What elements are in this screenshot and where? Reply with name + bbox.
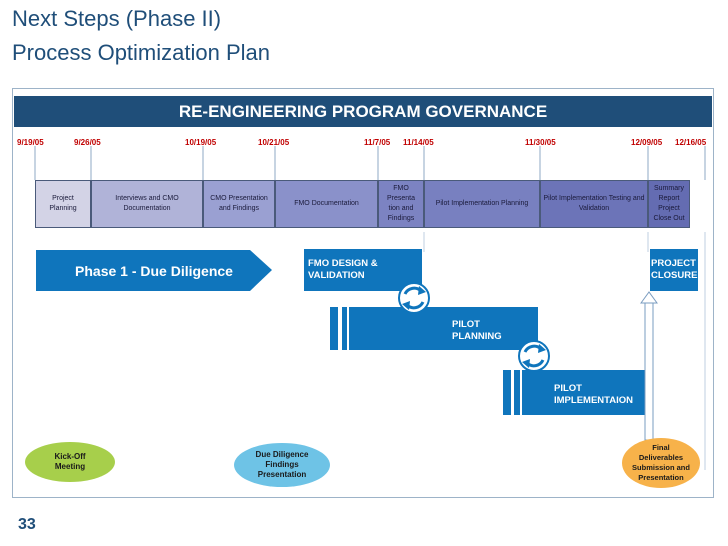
date-label: 11/30/05 — [525, 138, 556, 147]
milestone-kickoff: Kick-Off Meeting — [25, 442, 115, 482]
fmo-design-label-1: FMO DESIGN & — [308, 258, 378, 269]
date-label: 12/16/05 — [675, 138, 707, 147]
cycle-icon — [398, 282, 430, 314]
fmo-design-label-2: VALIDATION — [308, 270, 365, 281]
cycle-icon — [518, 340, 550, 372]
up-arrow-icon — [640, 291, 658, 441]
page-number: 33 — [18, 516, 36, 533]
milestone-final-deliverables: Final Deliverables Submission and Presen… — [622, 438, 700, 488]
task-project-planning: Project Planning — [35, 180, 91, 228]
pilot-implementation-label-2: IMPLEMENTAION — [554, 395, 633, 406]
date-label: 10/19/05 — [185, 138, 217, 147]
date-label: 9/19/05 — [17, 138, 44, 147]
date-label: 11/14/05 — [403, 138, 434, 147]
governance-bar: RE-ENGINEERING PROGRAM GOVERNANCE — [14, 96, 712, 127]
diagram-frame — [12, 88, 714, 498]
phase-1-chevron — [36, 250, 272, 291]
task-pilot-testing-validation: Pilot Implementation Testing and Validat… — [540, 180, 648, 228]
task-cmo-presentation: CMO Presentation and Findings — [203, 180, 275, 228]
title-line-2: Process Optimization Plan — [12, 40, 270, 65]
project-closure-block — [650, 249, 698, 291]
pilot-implementation-block — [503, 370, 652, 415]
date-label: 11/7/05 — [364, 138, 391, 147]
date-label: 12/09/05 — [631, 138, 663, 147]
pilot-planning-label-2: PLANNING — [452, 331, 502, 342]
pilot-implementation-label-1: PILOT — [554, 383, 582, 394]
date-label: 10/21/05 — [258, 138, 290, 147]
milestone-due-diligence: Due Diligence Findings Presentation — [234, 443, 330, 487]
task-summary-report: Summary Report Project Close Out — [648, 180, 690, 228]
phase-1-label: Phase 1 - Due Diligence — [75, 262, 233, 279]
task-fmo-presentation: FMO Presenta tion and Findings — [378, 180, 424, 228]
pilot-planning-label-1: PILOT — [452, 319, 480, 330]
title-line-1: Next Steps (Phase II) — [12, 6, 222, 31]
project-closure-label-1: PROJECT — [651, 258, 696, 269]
task-fmo-documentation: FMO Documentation — [275, 180, 378, 228]
fmo-design-block — [304, 249, 422, 291]
date-label: 9/26/05 — [74, 138, 101, 147]
task-pilot-implementation-planning: Pilot Implementation Planning — [424, 180, 540, 228]
pilot-planning-block — [330, 307, 538, 350]
project-closure-label-2: CLOSURE — [651, 270, 698, 281]
task-interviews-cmo-documentation: Interviews and CMO Documentation — [91, 180, 203, 228]
